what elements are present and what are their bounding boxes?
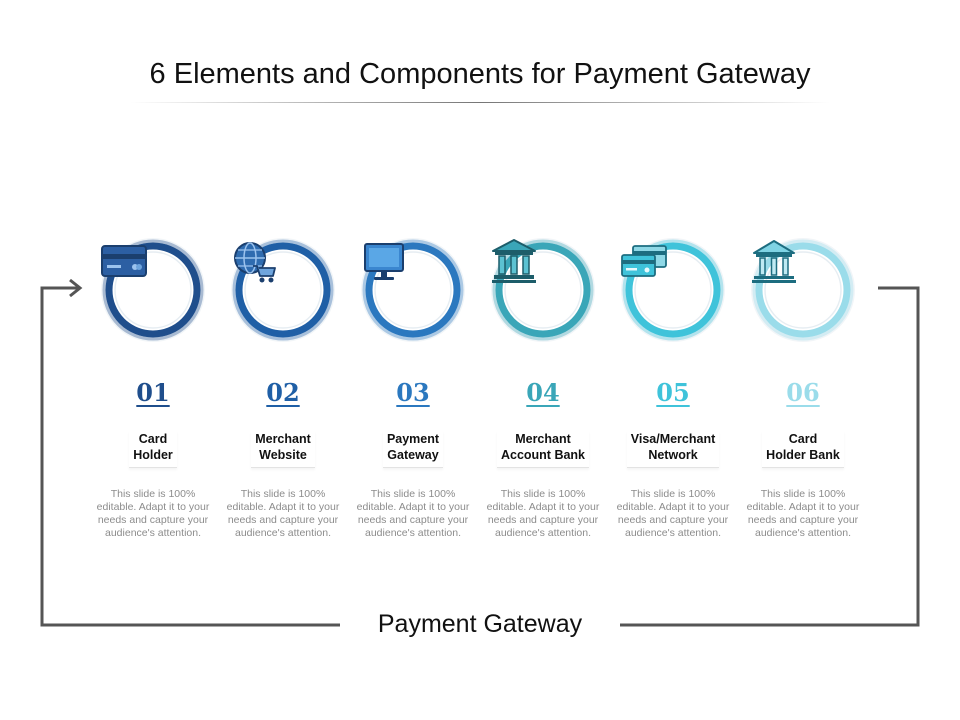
step-label-line1: Visa/Merchant [630, 432, 716, 446]
step-label-line1: Card [788, 432, 818, 446]
footer-label: Payment Gateway [340, 610, 620, 639]
flow-line-right [612, 286, 920, 627]
flow-line-left [40, 286, 348, 627]
credit-card-icon [101, 245, 147, 277]
step-number: 05 [656, 378, 690, 407]
step-label: Card Holder Bank [762, 431, 844, 468]
step-description: This slide is 100% editable. Adapt it to… [96, 488, 210, 539]
step-3: 03 Payment Gateway This slide is 100% ed… [348, 236, 478, 540]
step-label-line1: Merchant [255, 432, 311, 446]
step-label: Visa/Merchant Network [626, 431, 720, 468]
bank-columns-icon [752, 240, 796, 283]
step-ring [99, 236, 207, 344]
step-ring [749, 236, 857, 344]
ring-outer [752, 239, 854, 341]
step-description: This slide is 100% editable. Adapt it to… [616, 488, 730, 539]
step-6: 06 Card Holder Bank This slide is 100% e… [738, 236, 868, 540]
page-title: 6 Elements and Components for Payment Ga… [149, 58, 811, 90]
step-ring [229, 236, 337, 344]
step-label-line1: Merchant [515, 432, 571, 446]
ring-outer [232, 239, 334, 341]
ring-outer [622, 239, 724, 341]
step-label-line2: Account Bank [500, 448, 586, 462]
arrow-head-icon [69, 278, 83, 298]
step-number: 06 [786, 378, 820, 407]
monitor-icon [364, 243, 404, 280]
step-label-line1: Payment [386, 432, 440, 446]
step-number: 04 [526, 378, 560, 407]
title-divider [130, 102, 830, 103]
cards-icon [621, 245, 667, 277]
step-description: This slide is 100% editable. Adapt it to… [356, 488, 470, 539]
step-ring [359, 236, 467, 344]
ring-outer [102, 239, 204, 341]
step-2: 02 Merchant Website This slide is 100% e… [218, 236, 348, 540]
step-number: 02 [266, 378, 300, 407]
step-description: This slide is 100% editable. Adapt it to… [746, 488, 860, 539]
step-label-line2: Website [259, 448, 307, 462]
step-5: 05 Visa/Merchant Network This slide is 1… [608, 236, 738, 540]
step-description: This slide is 100% editable. Adapt it to… [226, 488, 340, 539]
ring-outer [362, 239, 464, 341]
step-label: Merchant Account Bank [496, 431, 590, 468]
step-4: 04 Merchant Account Bank This slide is 1… [478, 236, 608, 540]
globe-cart-icon [234, 242, 276, 283]
step-label: Card Holder [129, 431, 177, 468]
step-ring [489, 236, 597, 344]
step-label-line2: Gateway [387, 448, 439, 462]
step-ring [619, 236, 727, 344]
step-label-line2: Network [648, 448, 698, 462]
step-label-line2: Holder [133, 448, 173, 462]
step-number: 01 [136, 378, 170, 407]
step-number: 03 [396, 378, 430, 407]
ring-outer [492, 239, 594, 341]
step-label: Merchant Website [251, 431, 315, 468]
step-label-line1: Card [138, 432, 168, 446]
step-label: Payment Gateway [382, 431, 444, 468]
step-description: This slide is 100% editable. Adapt it to… [486, 488, 600, 539]
bank-icon [492, 239, 536, 283]
step-1: 01 Card Holder This slide is 100% editab… [88, 236, 218, 540]
step-label-line2: Holder Bank [766, 448, 840, 462]
